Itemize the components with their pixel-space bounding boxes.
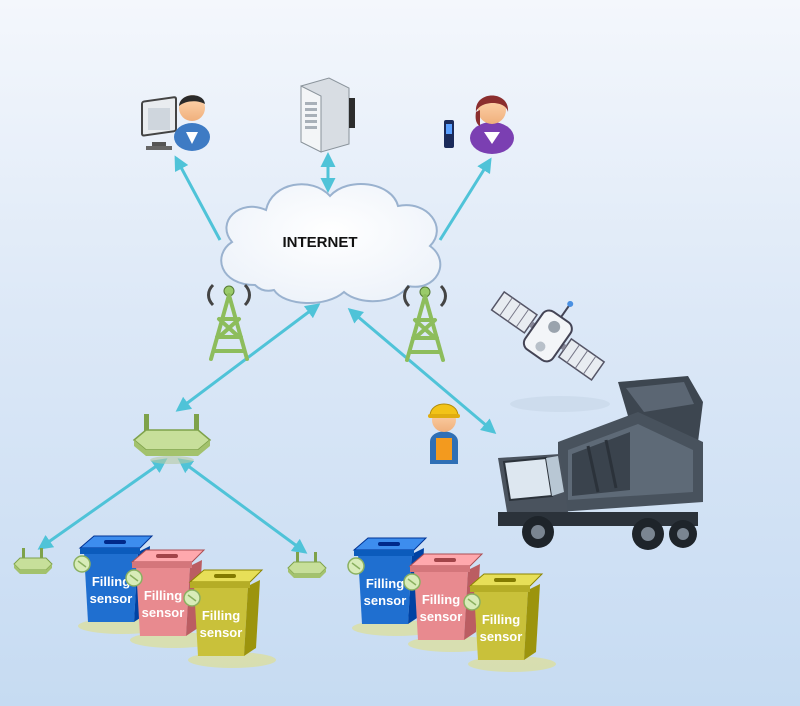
bin-right-red-body: [414, 570, 468, 640]
internet-label: INTERNET: [283, 234, 358, 251]
bin-left-blue-lid-rim: [80, 548, 140, 554]
bin-left-yellow-label-line1: Filling: [202, 608, 240, 623]
bin-left-yellow: Filling sensor: [183, 569, 276, 668]
bin-right-red-label-line1: Filling: [422, 592, 460, 607]
bin-left-yellow-handle: [214, 574, 236, 578]
bin-right-yellow-label-line1: Filling: [482, 612, 520, 627]
bin-right-blue: Filling sensor: [347, 537, 440, 636]
garbage-truck-icon: [498, 376, 703, 550]
link-router-left-sensor: [37, 458, 168, 550]
bin-right-yellow-label-line2: sensor: [480, 629, 523, 644]
wireless-router-icon: [132, 414, 212, 464]
bin-left-blue-label-line2: sensor: [90, 591, 133, 606]
satellite-icon: [490, 290, 606, 381]
cell-tower-icon-right: [403, 284, 447, 362]
bin-right-red-handle: [434, 558, 456, 562]
sensor-node-icon-right: [287, 552, 327, 578]
bin-left-blue-body: [84, 552, 138, 622]
bin-left-red-sensor-mark: [129, 574, 139, 582]
bin-left-yellow-label-line2: sensor: [200, 625, 243, 640]
link-cloud-mobile-user: [438, 157, 492, 241]
bin-left-blue-handle: [104, 540, 126, 544]
bin-left-red-lid-rim: [132, 562, 192, 568]
bin-left-yellow-side: [244, 580, 260, 656]
bin-right-blue-sensor-mark: [351, 562, 361, 570]
bin-left-yellow-lid-rim: [190, 582, 250, 588]
bin-right-yellow-side: [524, 584, 540, 660]
server-icon: [300, 77, 355, 153]
bin-right-blue-body: [358, 554, 412, 624]
internet-cloud: INTERNET: [220, 182, 442, 304]
bin-right-blue-handle: [378, 542, 400, 546]
desktop-user-icon: [141, 95, 210, 151]
cell-tower-icon-left: [207, 283, 251, 361]
bin-left-red-body: [136, 566, 190, 636]
bin-right-red-sensor-mark: [407, 578, 417, 586]
bin-left-red: Filling sensor: [125, 549, 218, 648]
field-worker-icon: [428, 403, 460, 464]
bin-left-red-label-line2: sensor: [142, 605, 185, 620]
bin-left-yellow-sensor-mark: [187, 594, 197, 602]
bin-right-red-lid-rim: [410, 566, 470, 572]
bin-right-blue-label-line1: Filling: [366, 576, 404, 591]
link-router-right-sensor: [177, 458, 308, 554]
bin-right-yellow-lid-rim: [470, 586, 530, 592]
bin-right-yellow: Filling sensor: [463, 573, 556, 672]
bin-right-yellow-handle: [494, 578, 516, 582]
bin-right-yellow-body: [474, 590, 528, 660]
bin-right-blue-label-line2: sensor: [364, 593, 407, 608]
bin-left-red-label-line1: Filling: [144, 588, 182, 603]
bin-left-yellow-body: [194, 586, 248, 656]
mobile-user-icon: [444, 95, 514, 154]
bin-right-blue-lid-rim: [354, 550, 414, 556]
network-links: [37, 152, 497, 554]
bin-left-red-handle: [156, 554, 178, 558]
link-cloud-desktop-user: [174, 155, 222, 241]
bin-right-red-label-line2: sensor: [420, 609, 463, 624]
link-cloud-truck: [347, 308, 497, 434]
bin-left-blue-sensor-mark: [77, 560, 87, 568]
satellite-shadow: [510, 396, 610, 412]
bin-left-blue-label-line1: Filling: [92, 574, 130, 589]
bin-right-yellow-sensor-mark: [467, 598, 477, 606]
bin-right-red: Filling sensor: [403, 553, 496, 652]
sensor-node-icon-left: [13, 548, 53, 574]
